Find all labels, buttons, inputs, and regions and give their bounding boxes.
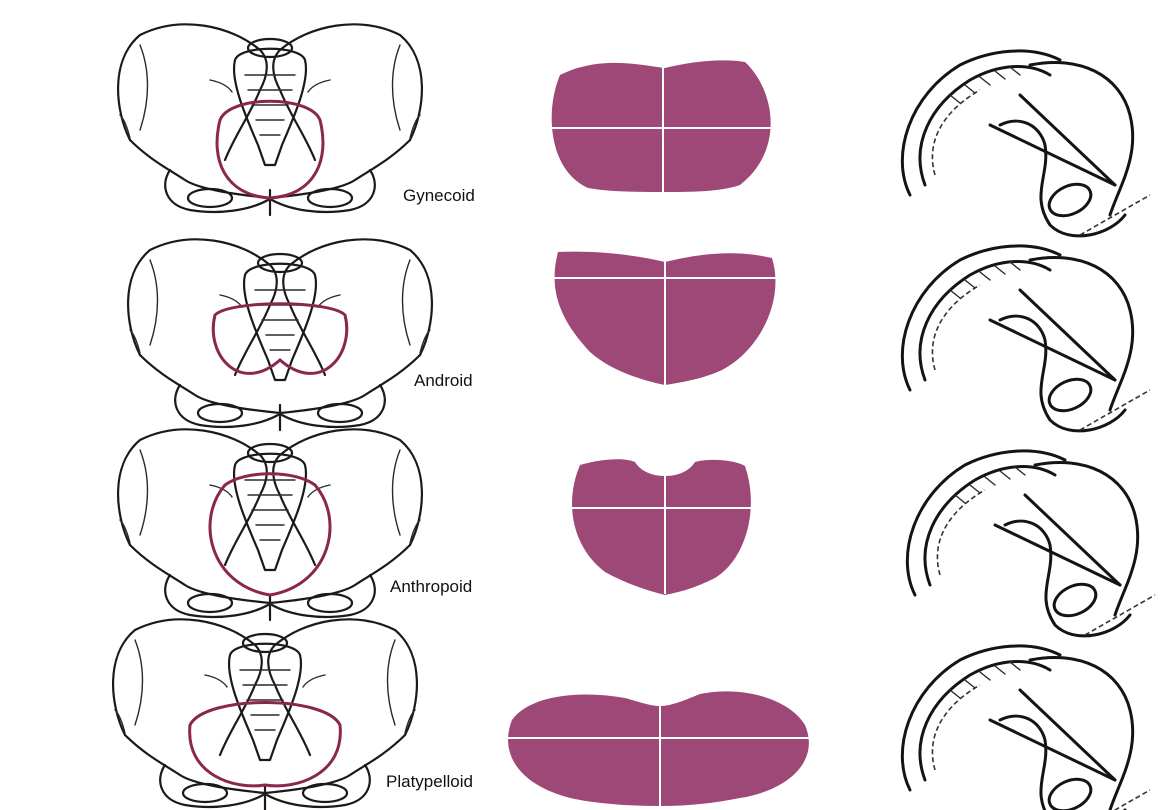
platypelloid-pelvis-drawing (113, 619, 417, 810)
anthropoid-lateral-sketch (907, 451, 1155, 636)
platypelloid-label: Platypelloid (386, 772, 473, 792)
anthropoid-pelvis-drawing (118, 429, 422, 620)
anthropoid-label: Anthropoid (390, 577, 472, 597)
android-inlet-shape (552, 248, 780, 385)
gynecoid-label: Gynecoid (403, 186, 475, 206)
platypelloid-inlet-shape (508, 691, 810, 808)
android-lateral-sketch (902, 246, 1150, 431)
gynecoid-pelvis-drawing (118, 24, 422, 215)
anthropoid-inlet-shape (565, 459, 760, 595)
android-pelvis-drawing (128, 239, 432, 430)
gynecoid-lateral-sketch (902, 51, 1150, 236)
gynecoid-inlet-shape (552, 60, 778, 195)
platypelloid-lateral-sketch (902, 646, 1150, 810)
android-label: Android (414, 371, 473, 391)
